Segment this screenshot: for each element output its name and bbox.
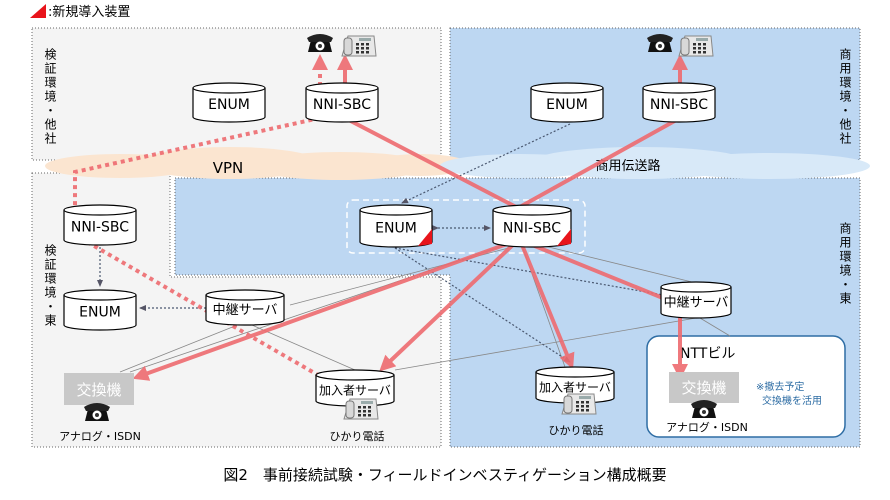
desk-phone-icon xyxy=(343,398,379,420)
analog-isdn-left: アナログ・ISDN xyxy=(59,429,141,443)
enum-top-right: ENUM xyxy=(530,82,604,123)
relay-server-commercial-east-label: 中継サーバ xyxy=(664,296,729,311)
new-device-marker-icon xyxy=(418,229,432,246)
exchange-right xyxy=(669,372,739,403)
zone-label-commercial-other: 商用環境・他社 xyxy=(838,47,852,146)
new-device-group xyxy=(346,199,586,254)
figure-caption: 図2 事前接続試験・フィールドインベスティゲーション構成概要 xyxy=(223,466,666,484)
desk-phone-icon xyxy=(341,35,377,57)
relay-server-commercial-east: 中継サーバ xyxy=(660,281,732,319)
note-line1: ※撤去予定 xyxy=(756,380,804,393)
nni-sbc-top-right-label: NNI-SBC xyxy=(650,97,708,113)
hikari-phone-right: ひかり電話 xyxy=(549,423,604,437)
rotary-phone-icon xyxy=(84,403,110,421)
note-line2: 交換機を活用 xyxy=(762,394,822,407)
ntt-building-label: NTTビル xyxy=(680,346,735,362)
subscriber-server-verify-east-label: 加入者サーバ xyxy=(319,384,391,398)
exchange-left xyxy=(64,373,134,405)
new-device-marker-icon xyxy=(30,4,46,18)
new-device-marker-icon xyxy=(557,229,571,246)
enum-verify-east-label: ENUM xyxy=(79,305,121,321)
hikari-phone-left: ひかり電話 xyxy=(330,429,385,443)
nni-sbc-top-left: NNI-SBC xyxy=(305,82,379,123)
enum-top-left: ENUM xyxy=(192,82,266,123)
nni-sbc-commercial-east: NNI-SBC xyxy=(492,204,572,248)
subscriber-server-commercial-east-label: 加入者サーバ xyxy=(539,381,611,395)
enum-top-right-label: ENUM xyxy=(546,97,588,113)
desk-phone-icon xyxy=(561,393,597,415)
enum-verify-east: ENUM xyxy=(63,289,137,331)
relay-server-verify-east-label: 中継サーバ xyxy=(213,303,278,318)
legend-label: :新規導入装置 xyxy=(48,4,130,20)
subscriber-server-verify-east: 加入者サーバ xyxy=(315,369,395,407)
nni-sbc-commercial-east-label: NNI-SBC xyxy=(503,221,561,237)
commercial-transport-label: 商用伝送路 xyxy=(595,158,660,174)
rotary-phone-icon xyxy=(647,34,673,52)
nni-sbc-top-left-label: NNI-SBC xyxy=(313,97,371,113)
rotary-phone-icon xyxy=(691,400,717,418)
enum-top-left-label: ENUM xyxy=(208,97,250,113)
desk-phone-icon xyxy=(678,35,714,57)
analog-isdn-right: アナログ・ISDN xyxy=(666,420,748,434)
dotted-arrows xyxy=(97,123,693,363)
exchange-left-label: 交換機 xyxy=(76,381,121,399)
rotary-phone-icon xyxy=(307,34,333,52)
zone-label-verify-east: 検証環境・東 xyxy=(43,244,57,328)
enum-commercial-east-label: ENUM xyxy=(375,221,417,237)
zone-label-commercial-east: 商用環境・東 xyxy=(838,221,852,306)
nni-sbc-verify-east-label: NNI-SBC xyxy=(71,220,129,236)
vpn-label: VPN xyxy=(213,159,244,177)
enum-commercial-east: ENUM xyxy=(359,204,433,248)
nni-sbc-top-right: NNI-SBC xyxy=(642,82,716,123)
zone-label-verify-other: 検証環境・他社 xyxy=(43,48,57,146)
nni-sbc-verify-east: NNI-SBC xyxy=(63,204,137,246)
exchange-right-label: 交換機 xyxy=(681,379,726,397)
relay-server-verify-east: 中継サーバ xyxy=(205,289,285,326)
